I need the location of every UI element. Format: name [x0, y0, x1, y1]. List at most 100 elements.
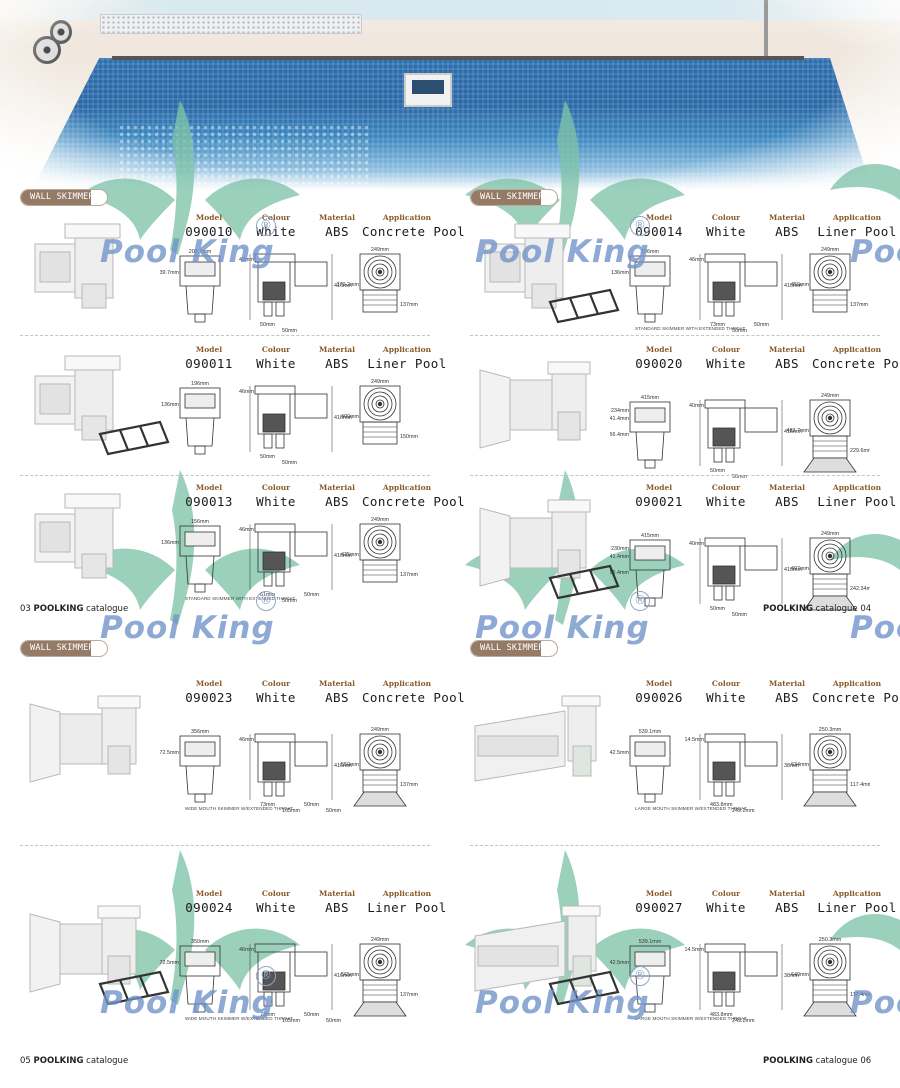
technical-drawing: 203.7mm139.7mm40mm416mm50mm50mm249mm370.… — [157, 247, 419, 334]
skimmer-photo — [474, 905, 620, 1006]
dimension-label: 137mm — [400, 782, 418, 788]
dimension-label: 550mm — [341, 762, 359, 768]
product-photo — [470, 490, 620, 604]
dimension-label: 50mm — [260, 322, 275, 328]
skimmer-photo — [34, 493, 121, 579]
product-caption: LARGE MOUTH SKIMMER W/EXTENDED THROAT — [635, 1016, 747, 1021]
page-number: 04 — [860, 604, 872, 614]
dimension-label: 497mm — [791, 566, 809, 572]
spec-value: Concrete Pool — [812, 356, 900, 371]
dimension-label: 416mm — [334, 553, 352, 559]
spec-heading: Colour — [261, 679, 291, 688]
spec-heading: Colour — [711, 889, 741, 898]
dimension-label: 137mm — [400, 992, 418, 998]
page-footer: POOLKING catalogue 04 — [763, 604, 871, 614]
spec-heading: Material — [769, 679, 805, 688]
spec-value: White — [706, 690, 746, 705]
dimension-label: 61mm — [260, 592, 275, 598]
dimension-label: 46mm — [239, 947, 254, 953]
spec-heading: Model — [645, 889, 673, 898]
dimension-label: 50mm — [326, 1018, 341, 1024]
footer-brand: POOLKING — [33, 1056, 84, 1066]
spec-heading: Model — [645, 213, 673, 222]
spec-heading: Application — [832, 679, 882, 688]
footer-text: catalogue — [815, 604, 858, 614]
page-footer: 03 POOLKING catalogue — [20, 604, 128, 614]
row-divider — [470, 845, 880, 846]
spec-heading: Model — [645, 483, 673, 492]
dimension-drawings: 539.1mm142.5mm14.5mm38mm483.8mm249.2mm25… — [607, 722, 873, 821]
dimension-label: 50mm — [304, 592, 319, 598]
spec-value: ABS — [775, 224, 799, 239]
dimension-label: 46mm — [239, 389, 254, 395]
dimension-label: 415mm — [641, 533, 659, 539]
product-caption: WIDE MOUTH SKIMMER W/EXTENDED THROAT — [185, 806, 294, 811]
dimension-label: 196mm — [641, 249, 659, 255]
frame-accessory-icon — [98, 970, 170, 1006]
dimension-label: 137mm — [400, 572, 418, 578]
dimension-label: 249mm — [371, 517, 389, 523]
dimension-label: 73mm — [710, 322, 725, 328]
dimension-drawings: 203.7mm139.7mm40mm416mm50mm50mm249mm370.… — [157, 242, 420, 341]
spec-heading: Colour — [261, 213, 291, 222]
spec-value: ABS — [775, 900, 799, 915]
frame-accessory-icon — [548, 970, 620, 1006]
spec-heading: Application — [382, 889, 432, 898]
spec-heading: Material — [319, 483, 355, 492]
dimension-label: 249mm — [371, 247, 389, 253]
dimension-label: 50mm — [282, 328, 297, 334]
dimension-label: 40mm — [239, 257, 254, 263]
spec-heading: Model — [195, 345, 223, 354]
spec-heading: Material — [319, 213, 355, 222]
dimension-label: 416mm — [334, 415, 352, 421]
row-divider — [470, 335, 880, 336]
spec-value: Concrete Pool — [812, 690, 900, 705]
spec-heading: Model — [645, 679, 673, 688]
spec-value: White — [256, 494, 296, 509]
dimension-drawings: 415mm341.4mm230mm156.4mm40mm416mm50mm50m… — [607, 526, 876, 625]
product-caption: WIDE MOUTH SKIMMER W/EXTENDED THROAT — [185, 1016, 294, 1021]
dimension-label: 50mm — [304, 1012, 319, 1018]
spec-value: White — [706, 356, 746, 371]
spec-value: Liner Pool — [817, 224, 897, 239]
dimension-label: 565mm — [341, 972, 359, 978]
spec-heading: Material — [769, 345, 805, 354]
technical-drawing: 356mm172.5mm46mm416mm73mm105mm50mm50mm24… — [157, 727, 419, 814]
section-badge-label: WALL SKIMMER — [480, 192, 544, 202]
spec-heading: Application — [382, 483, 432, 492]
dimension-label: 50mm — [732, 328, 747, 334]
spec-value: White — [256, 900, 296, 915]
spec-value: 090021 — [635, 494, 683, 509]
technical-drawing: 415mm341.4mm234mm156.4mm40mm416mm50mm50m… — [607, 393, 873, 480]
dimension-label: 483.8mm — [710, 802, 733, 808]
dimension-label: 150mm — [400, 434, 418, 440]
spec-value: Liner Pool — [367, 356, 447, 371]
spec-heading: Material — [319, 345, 355, 354]
dimension-label: 40mm — [689, 541, 704, 547]
dimension-label: 249mm — [821, 393, 839, 399]
